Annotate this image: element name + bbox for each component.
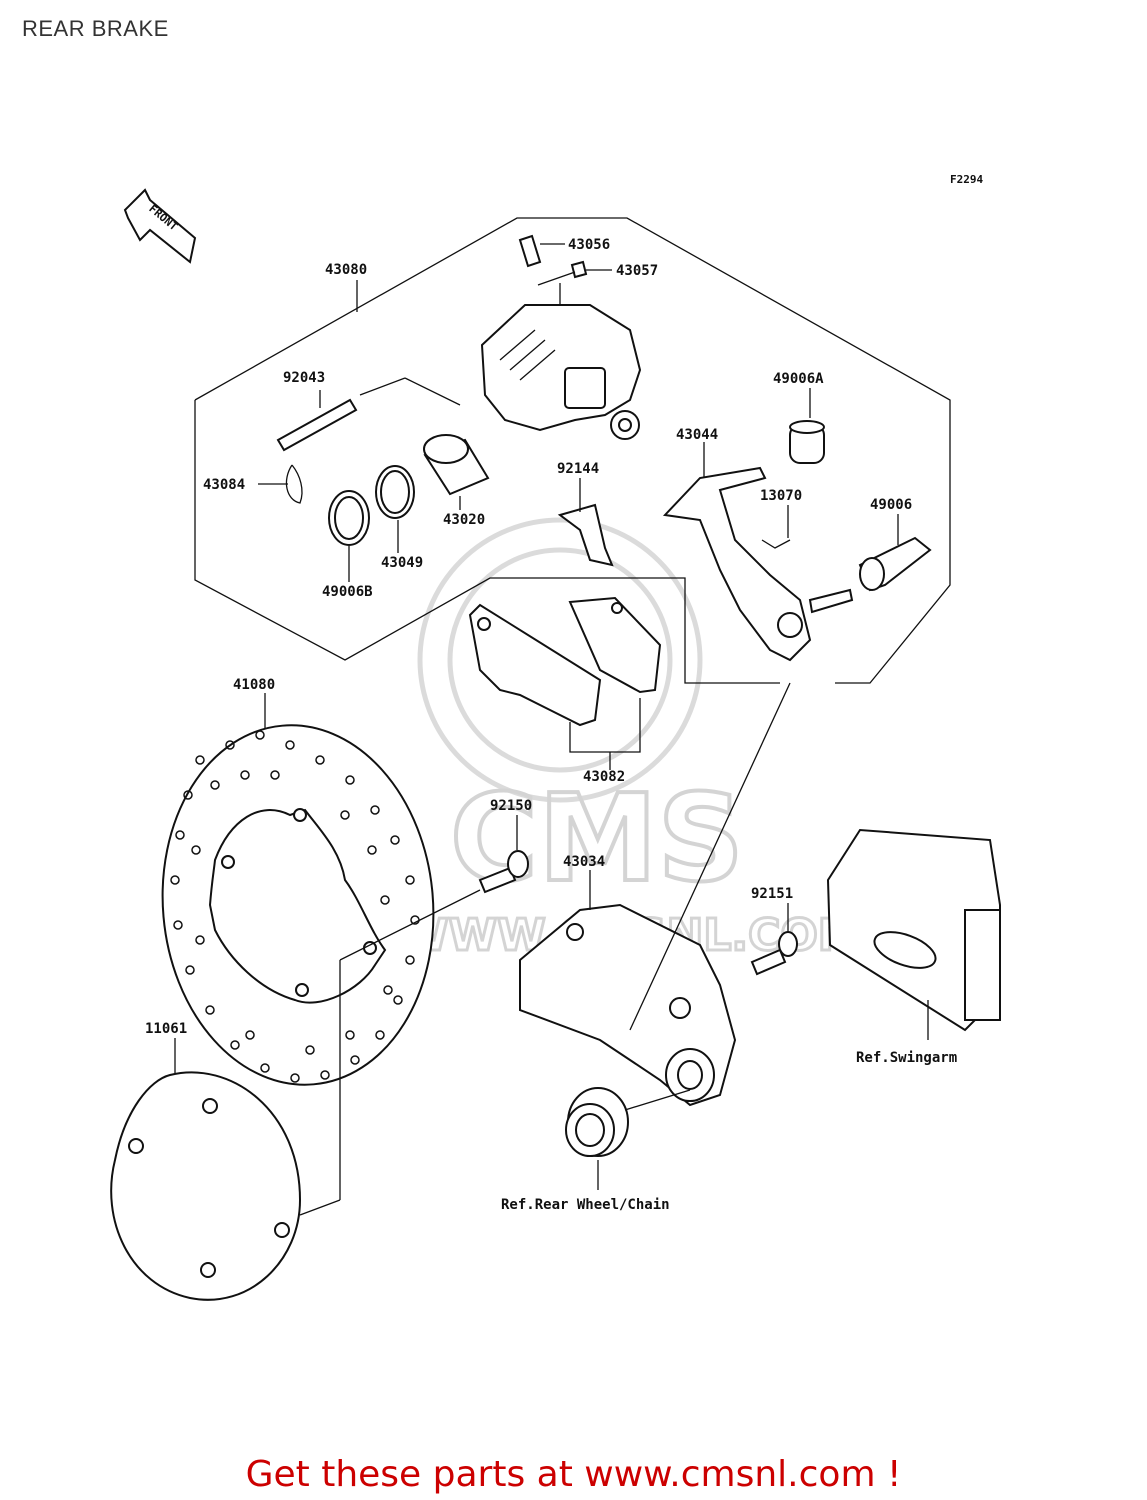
part-label-43080: 43080 [325,262,367,278]
wheel-collar [565,1087,691,1190]
swingarm-end [826,828,1001,1040]
caliper-assembly-outline [194,400,780,684]
part-label-43049: 43049 [381,555,423,571]
part-label-49006A: 49006A [773,371,824,387]
part-label-11061: 11061 [145,1021,187,1037]
ref-swingarm-label: Ref.Swingarm [856,1050,957,1066]
part-label-43084: 43084 [203,477,245,493]
pad-pin [276,377,461,452]
bleeder-valve [518,234,565,268]
brake-piston [423,434,490,496]
part-label-49006: 49006 [870,497,912,513]
part-label-13070: 13070 [760,488,802,504]
part-label-49006B: 49006B [322,584,373,600]
front-arrow-icon: FRONT [123,188,197,264]
bleeder-cap [537,260,612,305]
part-label-43020: 43020 [443,512,485,528]
figure-code: F2294 [950,173,983,186]
ref-rear-wheel-label: Ref.Rear Wheel/Chain [501,1197,670,1213]
boot-49006 [858,514,932,592]
part-label-92144: 92144 [557,461,599,477]
part-label-43057: 43057 [616,263,658,279]
brake-disc [161,693,435,1086]
part-label-92151: 92151 [751,886,793,902]
brake-pads [468,596,662,770]
caliper-bracket [662,442,854,662]
part-label-41080: 41080 [233,677,275,693]
bolt-92151 [750,903,798,976]
part-label-43056: 43056 [568,237,610,253]
footer-cta-link[interactable]: Get these parts at www.cmsnl.com ! [245,1454,902,1495]
caliper-holder [519,682,791,1107]
part-label-92043: 92043 [283,370,325,386]
part-label-43082: 43082 [583,769,625,785]
part-label-92150: 92150 [490,798,532,814]
bracket-clip [761,505,791,549]
part-label-43044: 43044 [676,427,718,443]
pin-clip [258,464,303,504]
bolt-92150 [339,815,529,1200]
disc-holes [170,730,420,1083]
part-label-43034: 43034 [563,854,605,870]
caliper-body [480,304,642,440]
boot-49006a [789,388,825,464]
disc-gasket [110,1038,341,1301]
pad-spring [557,478,614,567]
page-title: REAR BRAKE [22,16,169,41]
